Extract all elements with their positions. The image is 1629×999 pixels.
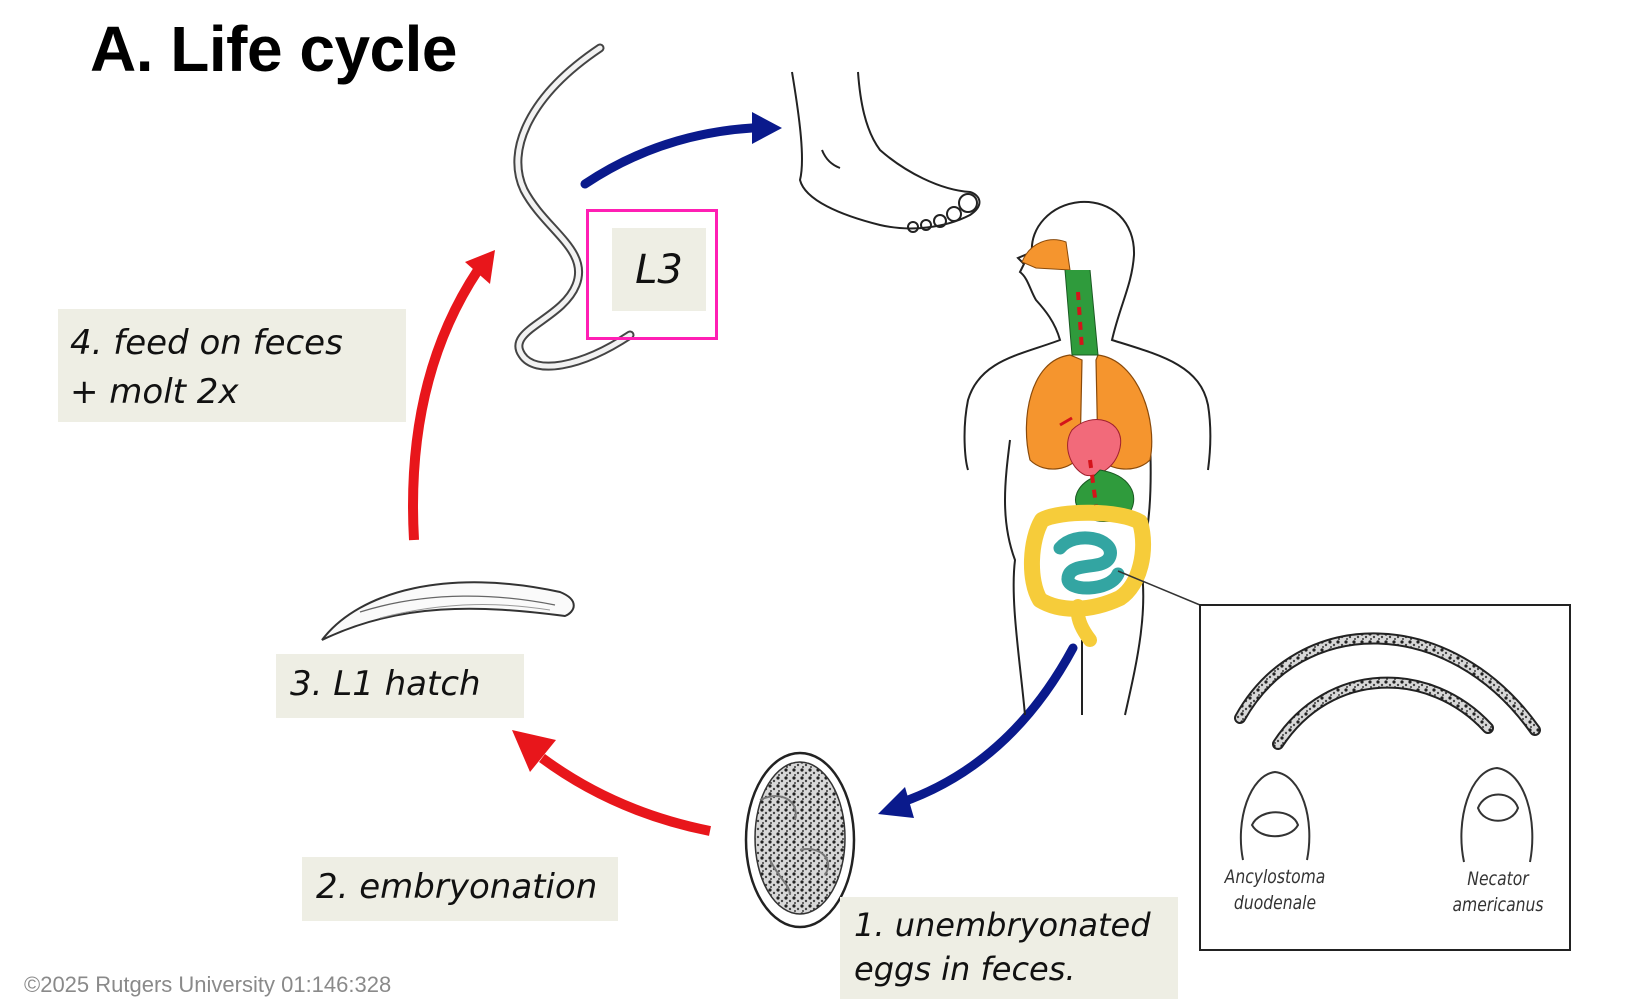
species-right-line-2: americanus — [1452, 894, 1544, 916]
step-2-note: 2. embryonation — [302, 857, 618, 921]
step-3-text: 3. L1 hatch — [290, 664, 481, 704]
stage-highlight-box — [586, 209, 718, 340]
step-3-note: 3. L1 hatch — [276, 654, 524, 718]
step-1-line-1: 1. unembryonated — [854, 906, 1151, 944]
stage-label-l3: L3 — [612, 228, 706, 311]
rhabditiform-larva-icon — [321, 581, 575, 641]
page-title: A. Life cycle — [90, 13, 458, 85]
inset-connector — [1117, 570, 1201, 606]
step-1-line-2: eggs in feces. — [854, 950, 1076, 988]
species-label-ancylostoma: Ancylostoma duodenale — [1209, 864, 1340, 916]
step-2-text: 2. embryonation — [316, 867, 598, 907]
foot-icon — [791, 71, 981, 233]
arrow-molt — [408, 250, 495, 541]
arrow-penetration — [580, 112, 782, 189]
step-4-note: 4. feed on feces + molt 2x — [58, 309, 406, 422]
human-body-icon — [963, 200, 1212, 716]
copyright-text: ©2025 Rutgers University 01:146:328 — [24, 972, 392, 997]
step-1-note: 1. unembryonated eggs in feces. — [840, 897, 1178, 999]
species-right-line-1: Necator — [1467, 868, 1529, 890]
step-4-line-1: 4. feed on feces — [70, 323, 343, 363]
arrow-embryonation — [512, 730, 711, 836]
species-label-necator: Necator americanus — [1432, 866, 1563, 918]
filariform-larva-icon — [513, 43, 635, 371]
species-left-line-2: duodenale — [1233, 892, 1317, 914]
arrow-shedding — [878, 643, 1078, 818]
egg-icon — [744, 751, 856, 929]
species-left-line-1: Ancylostoma — [1224, 866, 1326, 888]
adult-worms-icon — [1199, 604, 1571, 951]
step-4-line-2: + molt 2x — [70, 372, 239, 412]
